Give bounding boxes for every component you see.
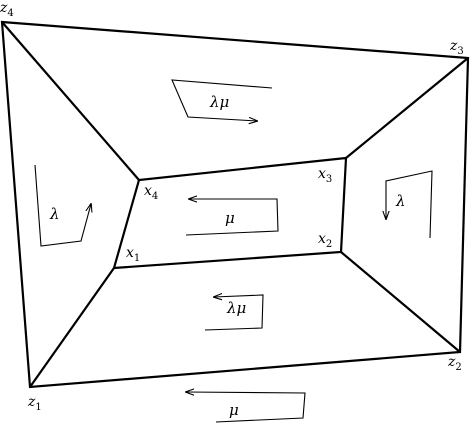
edge-z4-x4 [1,21,140,181]
region-label-inner: μ [225,209,235,227]
region-label-top: λμ [209,93,229,111]
arrow-left-region [34,164,91,247]
region-label-outside: μ [229,401,239,419]
label-x4: x4 [144,183,158,202]
region-label-right: λ [395,192,406,210]
arrow-inner-region [185,199,279,236]
label-z1: z1 [27,394,42,413]
edge-z2-x2 [340,251,461,353]
label-x3: x3 [318,166,332,185]
arrow-outside-region [186,392,306,423]
label-x2: x2 [318,231,332,250]
arrow-top-region [171,79,273,121]
edge-z3-x3 [345,57,469,159]
label-z3: z3 [449,38,464,57]
label-x1: x1 [126,245,140,264]
region-label-left: λ [49,205,60,223]
edge-z1-x1 [29,267,115,388]
arrow-bottom-region [204,295,264,331]
region-label-bottom: λμ [226,299,246,317]
arrow-right-region [386,170,433,239]
label-z4: z4 [0,0,14,19]
label-z2: z2 [447,354,462,373]
